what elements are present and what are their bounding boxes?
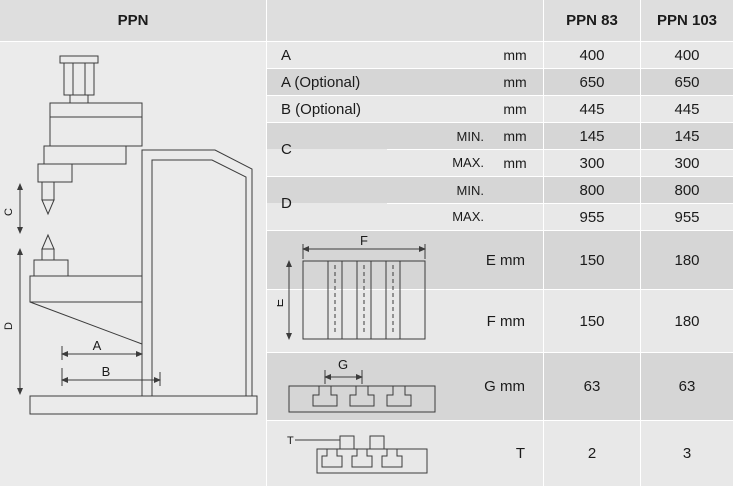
row-c-label: C <box>281 141 292 158</box>
row-a-optional-label: A (Optional) <box>281 73 361 91</box>
row-divider <box>387 149 543 150</box>
dim-c-label: C <box>3 208 15 216</box>
row-a-optional: A (Optional) mm <box>267 69 543 95</box>
dim-t-label: T <box>287 435 294 447</box>
row-b-optional: B (Optional) mm <box>267 96 543 122</box>
value-d-min-ppn103: 800 <box>641 177 733 203</box>
row-t-label: T <box>515 445 525 462</box>
row-g: G G mm <box>267 353 543 420</box>
value-d-max-ppn103: 955 <box>641 204 733 230</box>
value-d-max-ppn83: 955 <box>544 204 640 230</box>
value-d-min-ppn83: 800 <box>544 177 640 203</box>
row-c: MIN. mm MAX. mm C <box>267 123 543 176</box>
row-ef: F E E mm F mm <box>267 231 543 352</box>
row-c-min-label: MIN. <box>456 128 484 144</box>
value-c-min-ppn83: 145 <box>544 123 640 149</box>
machine-dimension-lines <box>17 183 161 395</box>
row-d: MIN. MAX. D <box>267 177 543 230</box>
value-a-optional-ppn83: 650 <box>544 69 640 95</box>
t-thickness-diagram-svg: T <box>287 435 428 473</box>
row-divider <box>437 289 543 290</box>
header-spacer <box>267 0 543 41</box>
row-c-min-unit: mm <box>503 128 527 144</box>
row-a-optional-unit: mm <box>503 74 527 90</box>
row-a-unit: mm <box>503 47 527 63</box>
series-header: PPN <box>0 0 266 41</box>
value-e-ppn103: 180 <box>641 231 733 289</box>
row-d-min-label: MIN. <box>456 182 484 198</box>
row-divider <box>387 203 543 204</box>
machine-outline <box>29 55 258 415</box>
tslot-profile-diagram-svg: G <box>288 357 436 412</box>
row-c-max-label: MAX. <box>452 155 484 170</box>
value-b-optional-ppn103: 445 <box>641 96 733 122</box>
value-c-min-ppn103: 145 <box>641 123 733 149</box>
row-f-label: F mm <box>486 312 525 330</box>
value-t-ppn83: 2 <box>544 421 640 486</box>
row-b-optional-label: B (Optional) <box>281 100 362 118</box>
value-f-ppn103: 180 <box>641 290 733 352</box>
row-a: A mm <box>267 42 543 68</box>
dim-b-label: B <box>102 364 111 379</box>
value-t-ppn103: 3 <box>641 421 733 486</box>
value-f-ppn83: 150 <box>544 290 640 352</box>
series-title: PPN <box>117 12 149 29</box>
row-g-label: G mm <box>484 378 525 395</box>
row-e-label: E mm <box>485 251 525 269</box>
dim-a-label: A <box>93 338 102 353</box>
value-a-optional-ppn103: 650 <box>641 69 733 95</box>
value-c-max-ppn103: 300 <box>641 150 733 176</box>
value-a-ppn103: 400 <box>641 42 733 68</box>
machine-drawing-panel: A B C D <box>0 42 266 486</box>
value-c-max-ppn83: 300 <box>544 150 640 176</box>
col-header-ppn103: PPN 103 <box>641 0 733 41</box>
row-d-max-label: MAX. <box>452 209 484 224</box>
dim-f-label: F <box>360 235 368 248</box>
col-header-ppn83: PPN 83 <box>544 0 640 41</box>
machine-drawing-svg: A B C D <box>3 55 258 415</box>
value-e-ppn83: 150 <box>544 231 640 289</box>
row-c-max-unit: mm <box>503 154 527 171</box>
dim-d-label: D <box>3 322 15 330</box>
value-g-ppn103: 63 <box>641 353 733 420</box>
value-g-ppn83: 63 <box>544 353 640 420</box>
dim-g-label: G <box>338 357 348 372</box>
row-a-label: A <box>281 46 292 64</box>
row-t: T T <box>267 421 543 486</box>
dim-e-label: E <box>277 298 286 307</box>
row-d-label: D <box>281 195 292 212</box>
value-a-ppn83: 400 <box>544 42 640 68</box>
row-b-optional-unit: mm <box>503 101 527 117</box>
value-b-optional-ppn83: 445 <box>544 96 640 122</box>
table-plate-diagram-svg: F E <box>277 235 426 340</box>
